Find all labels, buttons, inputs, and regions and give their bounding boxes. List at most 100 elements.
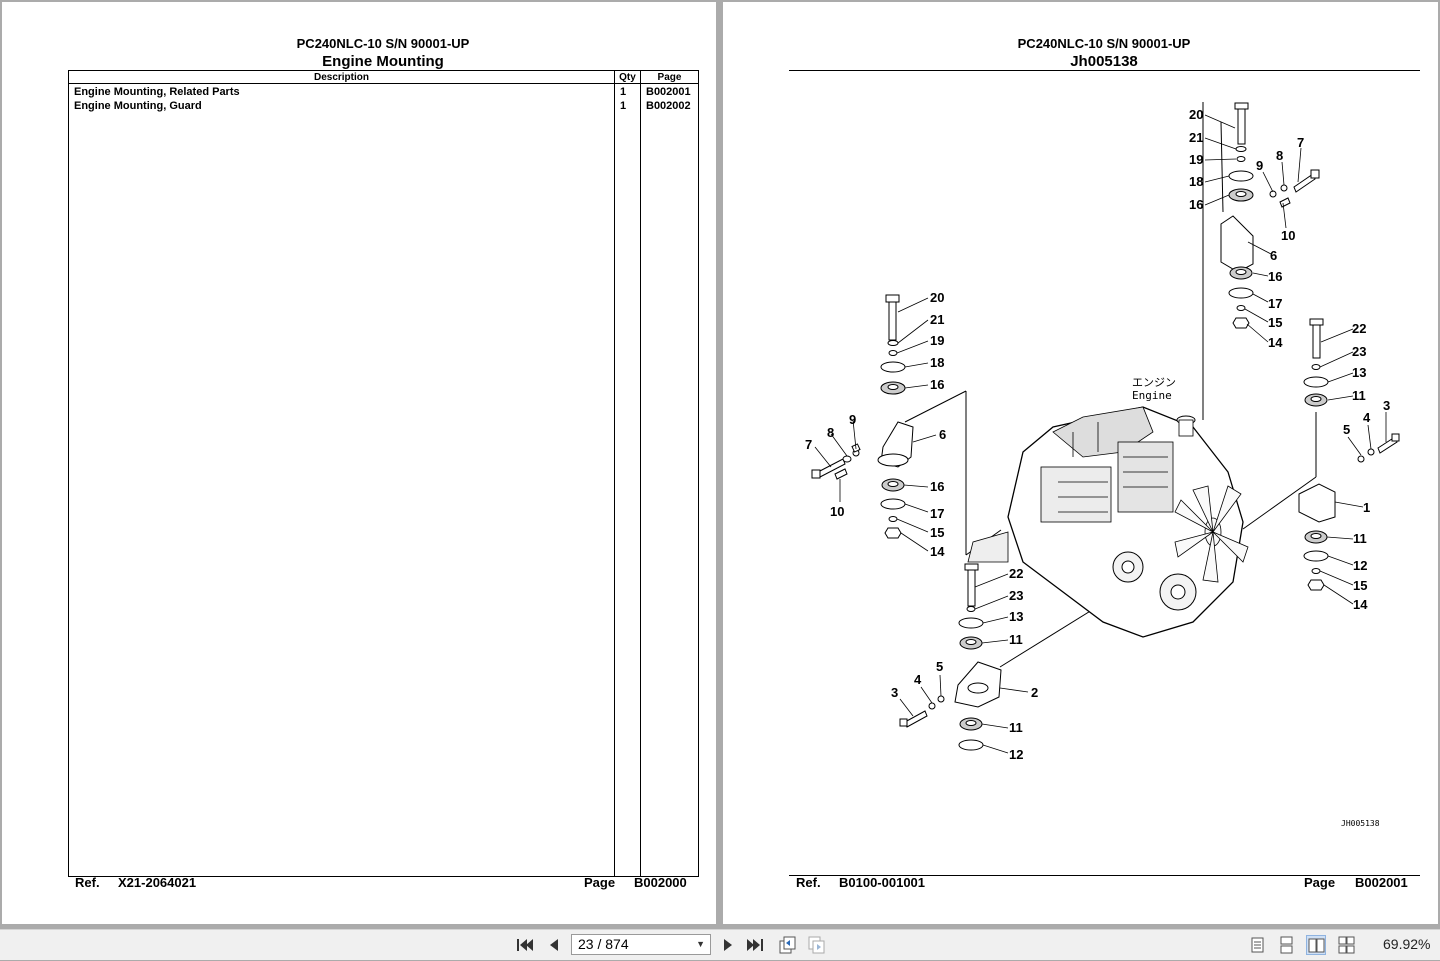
callout-label: 18 (930, 355, 944, 370)
callout-label: 4 (1363, 410, 1371, 425)
callout-label: 14 (1353, 597, 1368, 612)
go-forward-view-button[interactable] (806, 935, 826, 955)
footer-page-label: Page (584, 875, 616, 890)
callout-label: 16 (930, 377, 944, 392)
callout-label: 20 (930, 290, 944, 305)
callout-numbers: 20 21 19 18 16 9 8 7 10 6 16 17 15 14 22… (805, 107, 1390, 762)
callout-label: 11 (1009, 720, 1023, 735)
callout-label: 11 (1352, 388, 1366, 403)
first-page-button[interactable] (513, 935, 535, 955)
table-row-page-link[interactable]: B002002 (646, 100, 691, 112)
callout-label: 4 (914, 672, 922, 687)
callout-label: 5 (1343, 422, 1350, 437)
callout-label: 6 (939, 427, 946, 442)
left-front-mount-parts (811, 294, 914, 539)
callout-label: 7 (805, 437, 812, 452)
forward-view-icon (808, 936, 825, 954)
callout-label: 16 (930, 479, 944, 494)
engine-mounting-diagram: 20 21 19 18 16 9 8 7 10 6 16 17 15 14 22… (805, 102, 1400, 828)
single-page-view-button[interactable] (1248, 935, 1268, 955)
continuous-view-button[interactable] (1277, 935, 1297, 955)
callout-label: 11 (1009, 632, 1023, 647)
callout-label: 6 (1270, 248, 1277, 263)
next-page-icon (724, 939, 732, 951)
previous-page-icon (550, 939, 558, 951)
image-code: JH005138 (1341, 819, 1380, 828)
callout-label: 8 (1276, 148, 1283, 163)
callout-label: 21 (1189, 130, 1203, 145)
viewer-toolbar: 23 / 874 ▼ 69.92% (0, 929, 1440, 960)
right-page: PC240NLC-10 S/N 90001-UP Jh005138 (723, 2, 1438, 924)
footer-ref-value: B0100-001001 (839, 875, 926, 890)
callout-label: 10 (1281, 228, 1295, 243)
callout-label: 3 (891, 685, 898, 700)
callout-label: 21 (930, 312, 944, 327)
go-back-view-button[interactable] (777, 935, 797, 955)
callout-label: 22 (1352, 321, 1366, 336)
callout-label: 10 (830, 504, 844, 519)
right-front-mount-parts (1220, 102, 1320, 329)
back-view-icon (779, 936, 796, 954)
column-divider (614, 71, 615, 876)
callout-label: 23 (1352, 344, 1366, 359)
engine-label-jp: エンジン (1132, 376, 1176, 389)
footer-page-label: Page (1304, 875, 1336, 890)
table-row-description[interactable]: Engine Mounting, Guard (74, 100, 202, 112)
chevron-down-icon: ▼ (696, 939, 705, 949)
right-model-heading: PC240NLC-10 S/N 90001-UP (1017, 36, 1191, 51)
callout-label: 1 (1363, 500, 1370, 515)
page-number-input[interactable]: 23 / 874 ▼ (571, 934, 711, 955)
callout-label: 5 (936, 659, 943, 674)
single-page-icon (1251, 937, 1264, 953)
footer-rule (789, 875, 1420, 876)
callout-label: 15 (1353, 578, 1367, 593)
callout-leaders (814, 114, 1387, 754)
right-page-title: Jh005138 (1070, 53, 1138, 70)
callout-label: 17 (930, 506, 944, 521)
page-indicator: 23 / 874 (578, 936, 629, 952)
callout-label: 3 (1383, 398, 1390, 413)
two-page-continuous-view-button[interactable] (1337, 935, 1357, 955)
callout-label: 20 (1189, 107, 1203, 122)
two-page-continuous-icon (1338, 936, 1355, 954)
callout-label: 9 (1256, 158, 1263, 173)
two-page-icon (1308, 938, 1325, 953)
last-page-button[interactable] (745, 935, 767, 955)
table-row-qty: 1 (620, 86, 627, 98)
table-row-page-link[interactable]: B002001 (646, 86, 691, 98)
callout-label: 7 (1297, 135, 1304, 150)
next-page-button[interactable] (717, 935, 739, 955)
footer-page-value: B002001 (1355, 875, 1408, 890)
right-rear-mount-parts (1298, 318, 1400, 591)
callout-label: 15 (1268, 315, 1282, 330)
column-header-qty: Qty (619, 72, 636, 83)
callout-label: 16 (1189, 197, 1203, 212)
engine-label-en: Engine (1132, 389, 1172, 402)
table-header-divider (69, 83, 698, 84)
callout-label: 12 (1009, 747, 1023, 762)
engine-illustration (967, 406, 1249, 638)
first-page-icon (517, 939, 533, 951)
two-page-view-button[interactable] (1306, 935, 1326, 955)
callout-label: 19 (1189, 152, 1203, 167)
callout-label: 8 (827, 425, 834, 440)
callout-label: 9 (849, 412, 856, 427)
callout-label: 17 (1268, 296, 1282, 311)
callout-label: 18 (1189, 174, 1203, 189)
callout-label: 13 (1352, 365, 1366, 380)
left-page: PC240NLC-10 S/N 90001-UP Engine Mounting… (2, 2, 716, 924)
column-header-description: Description (313, 72, 369, 83)
column-divider (640, 71, 641, 876)
footer-ref-label: Ref. (796, 875, 821, 890)
previous-page-button[interactable] (543, 935, 565, 955)
table-row-description[interactable]: Engine Mounting, Related Parts (74, 86, 240, 98)
callout-label: 13 (1009, 609, 1023, 624)
zoom-level[interactable]: 69.92% (1383, 936, 1431, 952)
callout-label: 23 (1009, 588, 1023, 603)
callout-label: 11 (1353, 531, 1367, 546)
column-header-page: Page (657, 72, 682, 83)
last-page-icon (747, 939, 763, 951)
table-row-qty: 1 (620, 100, 627, 112)
header-rule (789, 70, 1420, 71)
footer-ref-label: Ref. (75, 875, 100, 890)
